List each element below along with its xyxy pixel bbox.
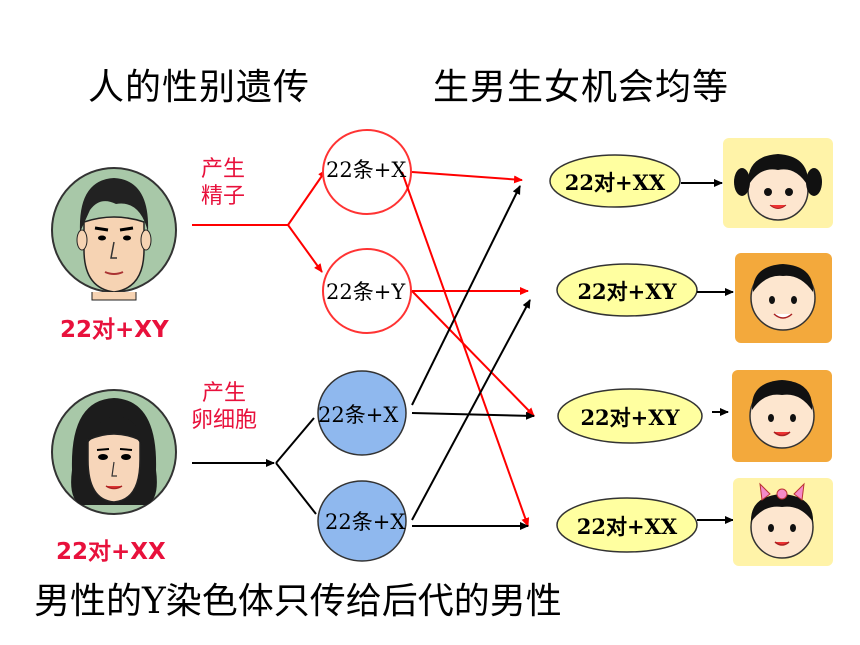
sperm-y-label: 22条+Y <box>326 280 406 304</box>
bottom-caption: 男性的Y染色体只传给后代的男性 <box>34 581 562 622</box>
mother-process-label: 产生 卵细胞 <box>191 381 258 433</box>
father-genotype: 22对+XY <box>60 317 169 343</box>
child-3-cell <box>557 388 703 444</box>
boy-face-icon <box>735 253 832 343</box>
page-title-left: 人的性别遗传 <box>88 67 311 108</box>
sperm-x-label: 22条+X <box>326 158 407 182</box>
egg-x2-label: 22条+X <box>325 510 406 534</box>
egg-x2-cell <box>317 480 407 562</box>
sperm-y-cell <box>322 248 412 334</box>
child-4-genotype: 22对+XX <box>576 514 678 539</box>
father-face-icon <box>51 167 177 301</box>
child-3-genotype: 22对+XY <box>580 405 680 430</box>
sperm-x-cell <box>322 129 412 215</box>
girl-pigtails-face-icon <box>723 138 833 228</box>
child-4-cell <box>556 497 698 553</box>
child-2-cell <box>556 263 698 317</box>
child-1-genotype: 22对+XX <box>564 170 666 195</box>
egg-x1-label: 22条+X <box>318 403 399 427</box>
mother-genotype: 22对+XX <box>56 539 166 565</box>
mother-face-icon <box>51 389 177 515</box>
egg-x1-cell <box>317 370 407 456</box>
child-2-genotype: 22对+XY <box>577 279 677 304</box>
boy-face-icon <box>732 370 832 462</box>
page-title-right: 生男生女机会均等 <box>433 67 730 108</box>
father-process-label: 产生 精子 <box>201 157 246 209</box>
child-1-cell <box>549 154 681 208</box>
girl-bow-face-icon <box>733 478 833 566</box>
